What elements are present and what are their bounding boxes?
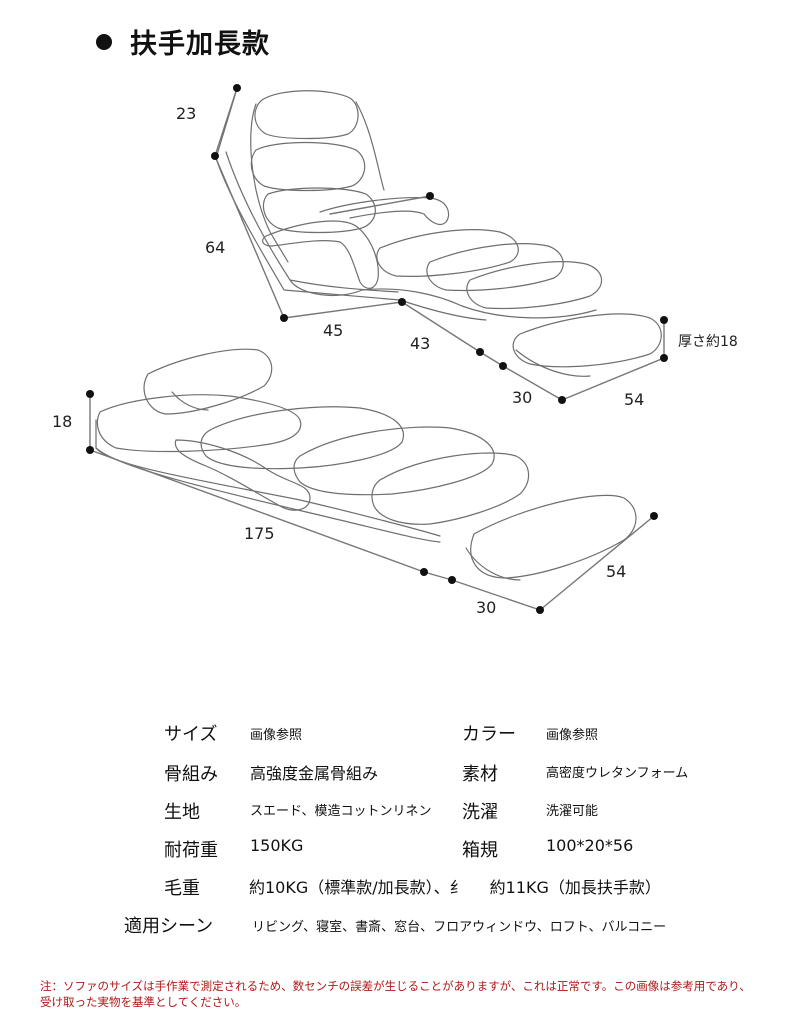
spec-color-value: 画像参照 — [546, 728, 599, 743]
dim-54-top: 54 — [624, 390, 645, 409]
dim-45: 45 — [323, 321, 344, 340]
weight-armrest: 約11KG（加長扶手款） — [489, 878, 661, 897]
footnote: 注：ソファのサイズは手作業で測定されるため、数センチの誤差が生じることがあります… — [40, 979, 751, 1009]
reclined-chair-drawing — [215, 90, 662, 377]
spec-size-label: サイズ — [164, 724, 218, 745]
dim-54-bottom: 54 — [606, 562, 627, 581]
page-title: 扶手加長款 — [130, 29, 270, 60]
dim-64: 64 — [205, 238, 226, 257]
bullet-icon — [96, 33, 112, 50]
top-dimension-lines — [214, 87, 665, 401]
spec-color-label: カラー — [462, 724, 516, 745]
bottom-dimension-lines — [89, 393, 655, 611]
spec-box-value: 100*20*56 — [546, 836, 634, 855]
spec-frame-value: 高強度金属骨組み — [250, 764, 379, 783]
spec-frame-label: 骨組み — [164, 764, 218, 785]
dim-43: 43 — [410, 334, 431, 353]
flat-chair-drawing — [95, 348, 637, 581]
dim-18: 18 — [52, 412, 73, 431]
dim-23: 23 — [176, 104, 197, 123]
weight-standard: 約10KG（標準款/加長款）、纟 — [249, 878, 466, 897]
spec-fabric-value: スエード、模造コットンリネン — [250, 804, 432, 819]
dim-thickness: 厚さ約18 — [678, 334, 738, 350]
spec-scene-value: リビング、寝室、書斎、窓台、フロアウィンドウ、ロフト、バルコニー — [252, 920, 667, 935]
spec-wash-label: 洗濯 — [462, 802, 498, 823]
spec-scene-label: 適用シーン — [124, 916, 214, 937]
spec-wash-value: 洗濯可能 — [546, 804, 599, 819]
spec-size-value: 画像参照 — [250, 728, 303, 743]
spec-material-label: 素材 — [462, 764, 498, 785]
section-header: 扶手加長款 — [96, 22, 270, 61]
product-diagram — [86, 84, 668, 614]
spec-load-label: 耐荷重 — [164, 840, 218, 861]
dim-175: 175 — [244, 524, 275, 543]
spec-load-value: 150KG — [250, 836, 304, 855]
spec-material-value: 高密度ウレタンフォーム — [546, 766, 689, 781]
spec-box-label: 箱規 — [462, 840, 498, 861]
spec-weight-value: 約10KG（標準款/加長款）、纟 約11KG（加長扶手款） — [249, 874, 661, 898]
dim-30-top: 30 — [512, 388, 533, 407]
dim-30-bottom: 30 — [476, 598, 497, 617]
dimension-dots — [86, 84, 668, 614]
spec-weight-label: 毛重 — [164, 878, 200, 899]
spec-fabric-label: 生地 — [164, 802, 200, 823]
